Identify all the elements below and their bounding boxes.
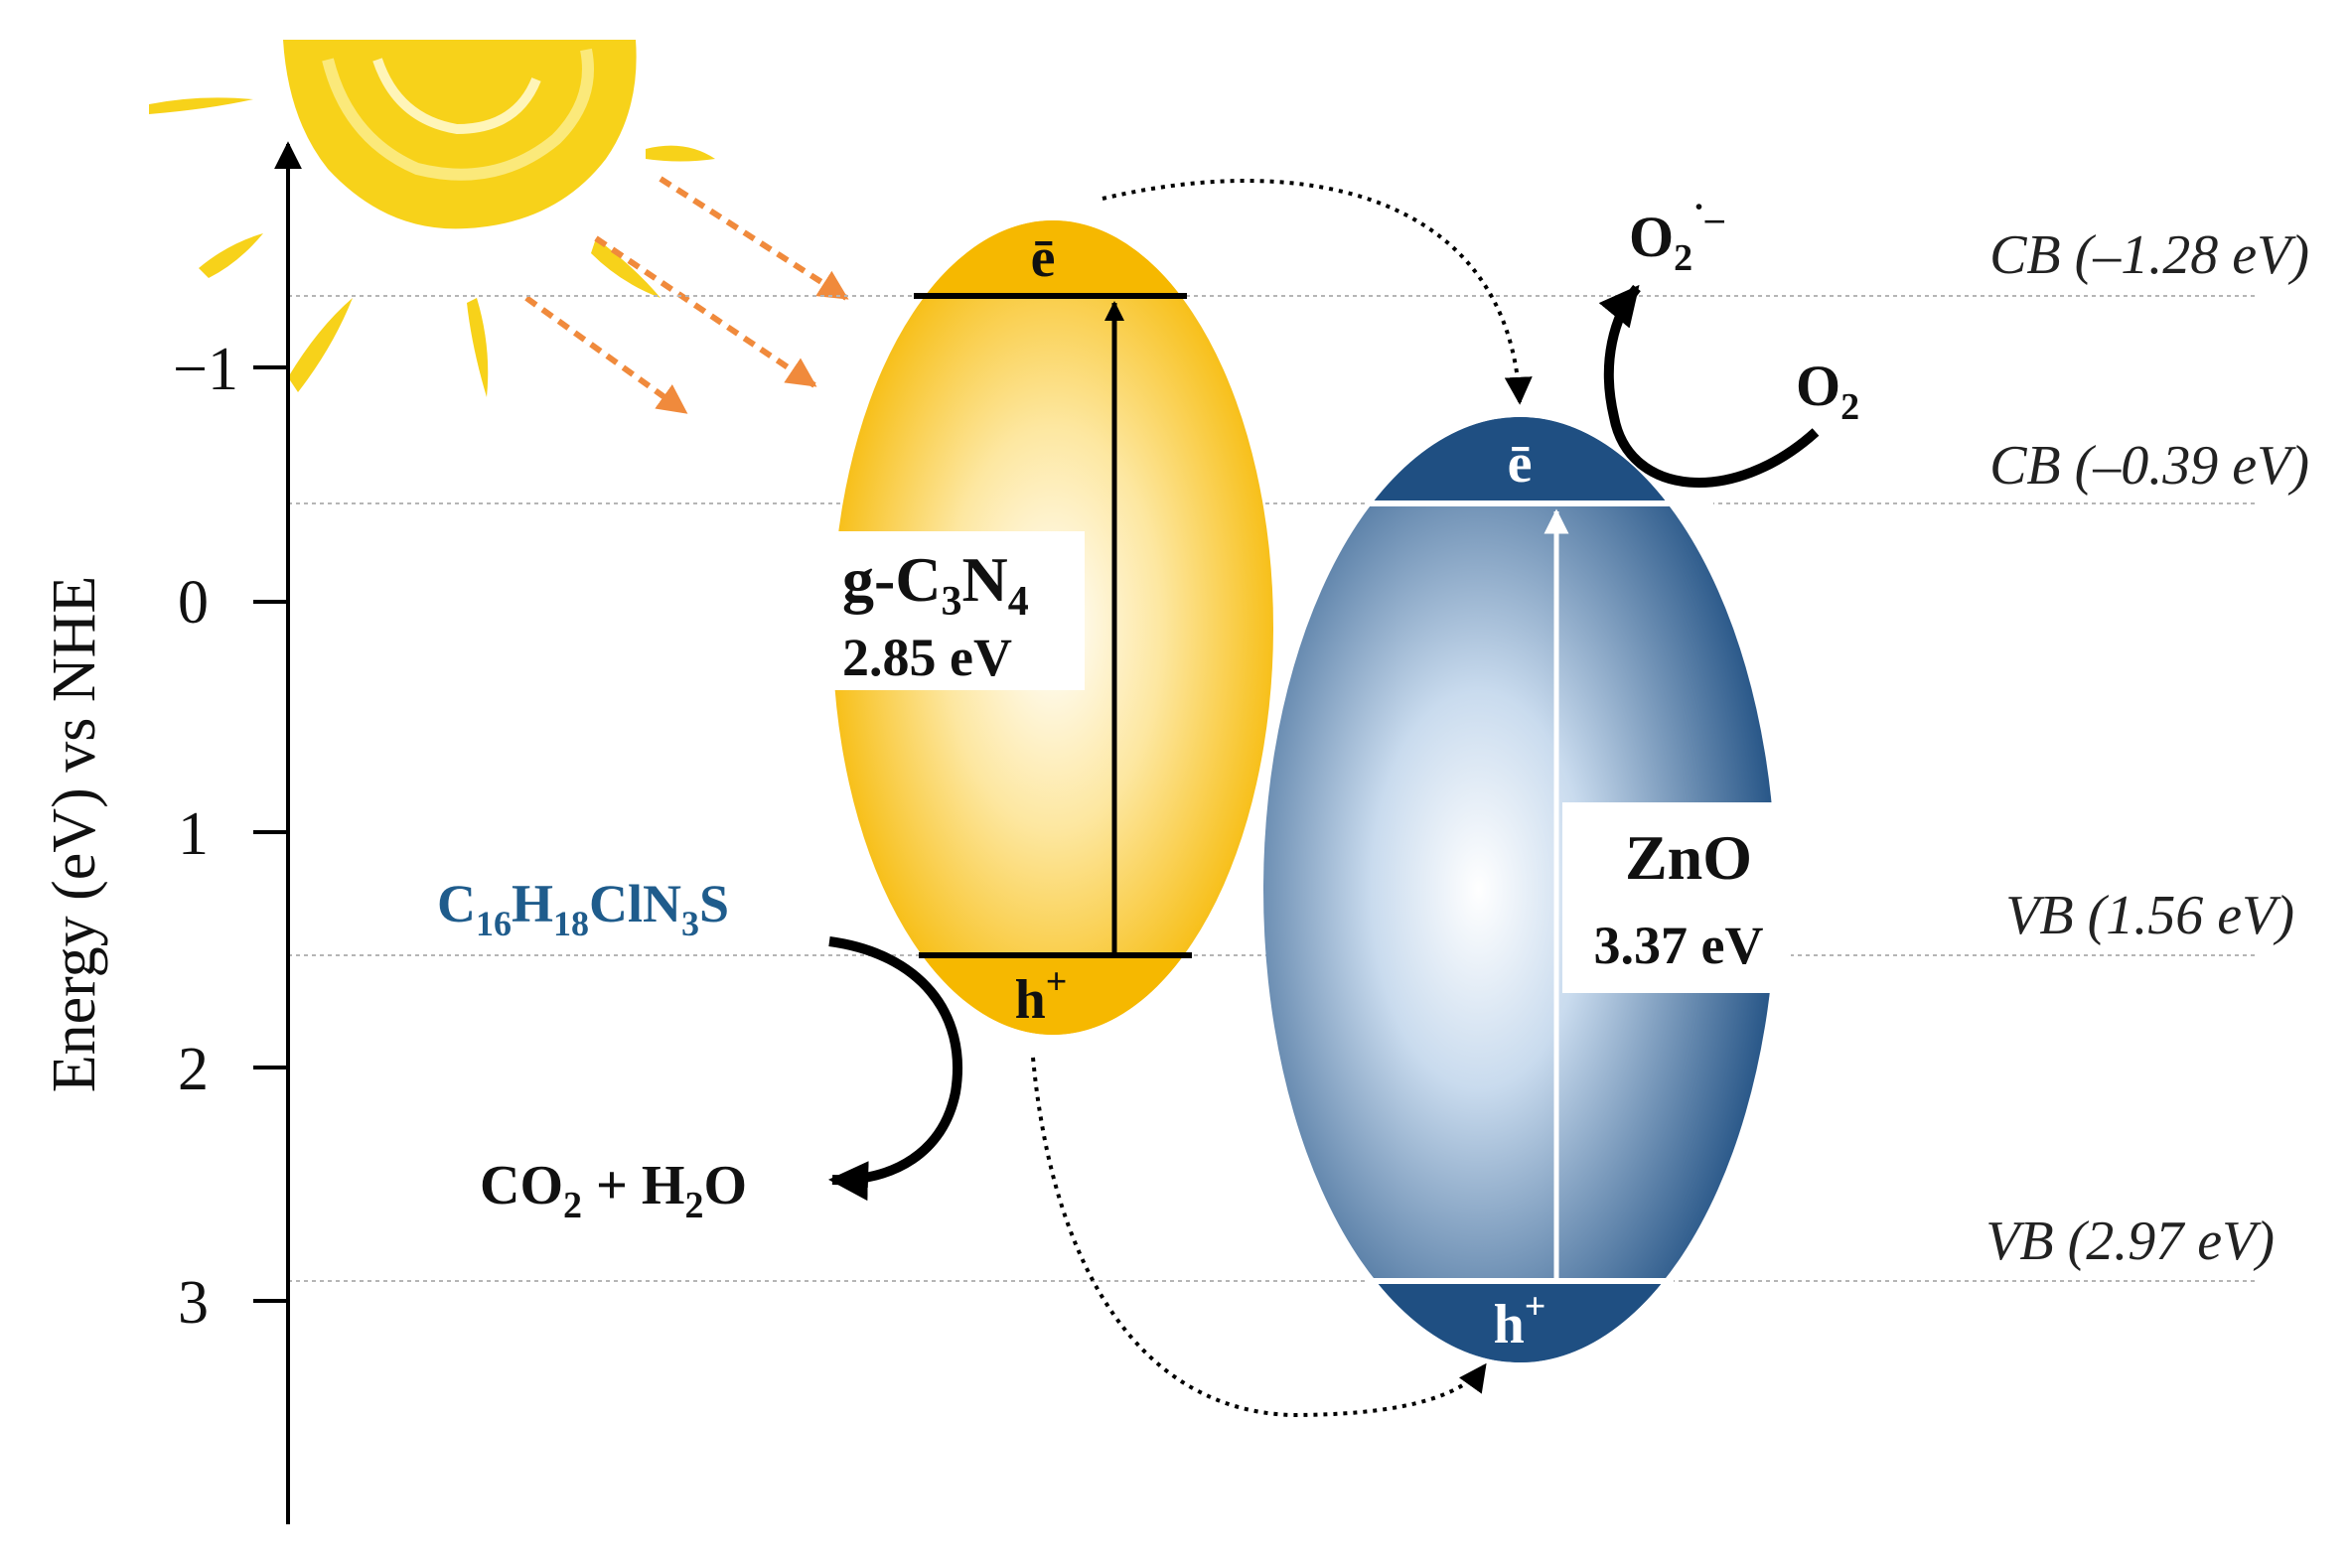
degradation-arrow — [828, 936, 962, 1202]
gcn-hole-label: h+ — [1015, 961, 1068, 1031]
cb-zno-label: CB (–0.39 eV) — [1989, 435, 2309, 497]
degradation-products: CO2 + H2O — [480, 1155, 747, 1226]
vb-zno-label: VB (2.97 eV) — [1985, 1211, 2275, 1272]
gcn-name: g-C3N4 — [842, 544, 1029, 625]
tick-label: 1 — [178, 800, 209, 868]
oxygen-reactant: O2 — [1796, 354, 1859, 428]
axis-title: Energy (eV) vs NHE — [41, 576, 108, 1093]
tick-label: −1 — [173, 336, 238, 403]
gcn-electron-label: ē — [1031, 227, 1056, 289]
tick-label: 0 — [178, 569, 209, 637]
oxygen-product: O2˙– — [1629, 198, 1725, 279]
zno-electron-label: ē — [1508, 433, 1533, 495]
zno-band: ē h+ ZnO 3.37 eV — [1263, 417, 1791, 1362]
zno-name: ZnO — [1625, 822, 1752, 893]
energy-level-lines — [288, 295, 2255, 1282]
pollutant-formula: C16H18ClN3S — [437, 874, 729, 943]
cb-gcn-label: CB (–1.28 eV) — [1989, 224, 2309, 286]
zno-hole-label: h+ — [1494, 1286, 1546, 1355]
gcn-gap: 2.85 eV — [842, 628, 1012, 687]
tick-label: 2 — [178, 1036, 209, 1103]
gcn-band: ē h+ g-C3N4 2.85 eV — [824, 220, 1273, 1035]
vb-gcn-label: VB (1.56 eV) — [2005, 885, 2294, 946]
oxygen-reduction-arrow — [1598, 284, 1820, 488]
sun-icon — [149, 40, 715, 397]
zno-gap: 3.37 eV — [1594, 916, 1764, 975]
hole-transfer-arrow — [1031, 1057, 1487, 1418]
light-arrows — [524, 176, 849, 415]
tick-label: 3 — [178, 1269, 209, 1337]
energy-axis: −1 0 1 2 3 Energy (eV) vs NHE — [41, 141, 302, 1524]
